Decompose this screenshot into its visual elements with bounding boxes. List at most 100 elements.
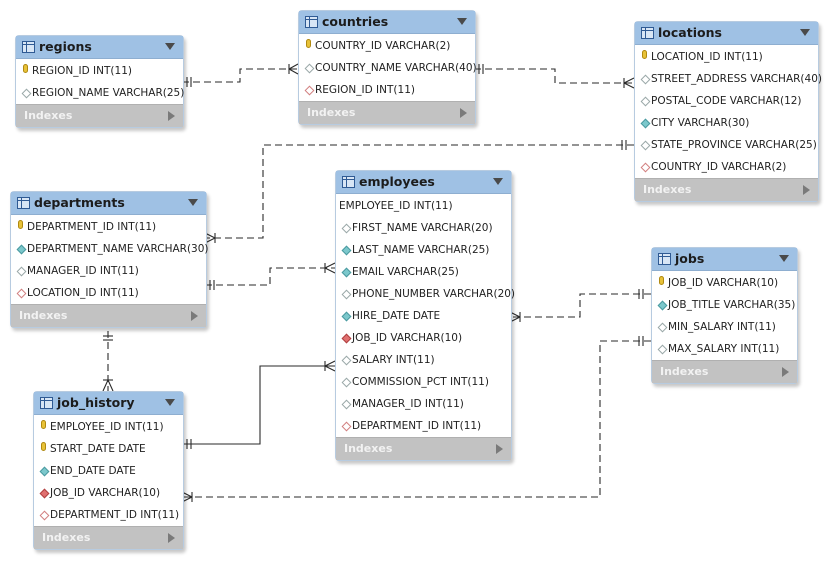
column-row[interactable]: REGION_NAME VARCHAR(25) [16, 82, 184, 104]
column-row[interactable]: COMMISSION_PCT INT(11) [336, 371, 511, 393]
column-row[interactable]: DEPARTMENT_ID INT(11) [34, 504, 183, 526]
column-list: EMPLOYEE_ID INT(11)START_DATE DATE END_DA… [34, 415, 183, 526]
indexes-section[interactable]: Indexes [11, 304, 206, 327]
indexes-section[interactable]: Indexes [34, 526, 183, 549]
expand-arrow-icon[interactable] [803, 185, 810, 195]
expand-arrow-icon[interactable] [460, 108, 467, 118]
column-row[interactable]: JOB_ID VARCHAR(10) [652, 272, 797, 294]
indexes-section[interactable]: Indexes [652, 360, 797, 383]
column-label: MANAGER_ID INT(11) [27, 265, 139, 277]
nullable-column-icon [341, 399, 352, 410]
table-header[interactable]: countries [299, 11, 475, 34]
column-row[interactable]: MAX_SALARY INT(11) [652, 338, 797, 360]
table-locations[interactable]: locations LOCATION_ID INT(11)STREET_ADDR… [634, 21, 822, 202]
foreign-key-nullable-icon [640, 162, 651, 173]
table-employees[interactable]: employees EMPLOYEE_ID INT(11)FIRST_NAME … [335, 170, 515, 461]
indexes-section[interactable]: Indexes [635, 178, 818, 201]
table-regions[interactable]: regions REGION_ID INT(11)REGION_NAME VAR… [15, 35, 184, 128]
column-row[interactable]: COUNTRY_ID VARCHAR(2) [635, 156, 818, 178]
column-row[interactable]: SALARY INT(11) [336, 349, 511, 371]
table-countries[interactable]: countries COUNTRY_ID VARCHAR(2) COUNTRY_N… [298, 10, 477, 125]
column-row[interactable]: JOB_ID VARCHAR(10) [34, 482, 183, 504]
expand-arrow-icon[interactable] [168, 111, 175, 121]
column-row[interactable]: EMPLOYEE_ID INT(11) [336, 195, 511, 217]
collapse-arrow-icon[interactable] [165, 43, 175, 50]
collapse-arrow-icon[interactable] [188, 199, 198, 206]
column-row[interactable]: FIRST_NAME VARCHAR(20) [336, 217, 511, 239]
column-row[interactable]: DEPARTMENT_NAME VARCHAR(30) [11, 238, 209, 260]
column-row[interactable]: START_DATE DATE [34, 438, 183, 460]
column-row[interactable]: HIRE_DATE DATE [336, 305, 511, 327]
table-title: locations [658, 25, 722, 40]
table-header[interactable]: departments [11, 192, 206, 215]
column-list: JOB_ID VARCHAR(10)JOB_TITLE VARCHAR(35)M… [652, 271, 797, 360]
column-row[interactable]: COUNTRY_NAME VARCHAR(40) [299, 57, 477, 79]
nullable-column-icon [640, 74, 651, 85]
column-label: COUNTRY_NAME VARCHAR(40) [315, 62, 477, 74]
column-row[interactable]: STATE_PROVINCE VARCHAR(25) [635, 134, 818, 156]
column-row[interactable]: STREET_ADDRESS VARCHAR(40) [635, 68, 822, 90]
column-row[interactable]: REGION_ID INT(11) [16, 60, 183, 82]
column-label: END_DATE DATE [50, 465, 136, 477]
expand-arrow-icon[interactable] [496, 444, 503, 454]
table-header[interactable]: employees [336, 171, 511, 194]
nullable-column-icon [341, 355, 352, 366]
collapse-arrow-icon[interactable] [800, 29, 810, 36]
column-row[interactable]: PHONE_NUMBER VARCHAR(20) [336, 283, 515, 305]
column-row[interactable]: DEPARTMENT_ID INT(11) [336, 415, 511, 437]
column-row[interactable]: COUNTRY_ID VARCHAR(2) [299, 35, 475, 57]
column-row[interactable]: LOCATION_ID INT(11) [635, 46, 818, 68]
column-row[interactable]: MIN_SALARY INT(11) [652, 316, 797, 338]
indexes-section[interactable]: Indexes [16, 104, 183, 127]
indexes-label: Indexes [24, 109, 73, 122]
column-row[interactable]: CITY VARCHAR(30) [635, 112, 818, 134]
column-label: EMAIL VARCHAR(25) [352, 266, 459, 278]
column-row[interactable]: REGION_ID INT(11) [299, 79, 475, 101]
column-row[interactable]: MANAGER_ID INT(11) [11, 260, 206, 282]
table-job-history[interactable]: job_history EMPLOYEE_ID INT(11)START_DAT… [33, 391, 184, 550]
table-jobs[interactable]: jobs JOB_ID VARCHAR(10)JOB_TITLE VARCHAR… [651, 247, 798, 384]
table-icon [658, 253, 671, 265]
expand-arrow-icon[interactable] [191, 311, 198, 321]
nullable-column-icon [657, 344, 668, 355]
relationship-jobs-employees[interactable] [509, 289, 651, 323]
table-header[interactable]: regions [16, 36, 183, 59]
relationship-employees-jobhistory[interactable] [182, 360, 336, 449]
expand-arrow-icon[interactable] [168, 533, 175, 543]
relationship-departments-employees[interactable] [205, 262, 336, 290]
relationship-countries-locations[interactable] [474, 64, 635, 89]
column-row[interactable]: EMPLOYEE_ID INT(11) [34, 416, 183, 438]
collapse-arrow-icon[interactable] [779, 255, 789, 262]
relationship-departments-jobhistory[interactable] [102, 331, 114, 392]
collapse-arrow-icon[interactable] [493, 178, 503, 185]
relationship-regions-countries[interactable] [182, 63, 299, 87]
column-row[interactable]: MANAGER_ID INT(11) [336, 393, 511, 415]
column-label: COMMISSION_PCT INT(11) [352, 376, 489, 388]
expand-arrow-icon[interactable] [782, 367, 789, 377]
column-label: STATE_PROVINCE VARCHAR(25) [651, 139, 817, 151]
table-header[interactable]: locations [635, 22, 818, 45]
foreign-key-nullable-icon [16, 288, 27, 299]
column-row[interactable]: DEPARTMENT_ID INT(11) [11, 216, 206, 238]
column-row[interactable]: LAST_NAME VARCHAR(25) [336, 239, 511, 261]
table-title: jobs [675, 251, 705, 266]
table-header[interactable]: job_history [34, 392, 183, 415]
foreign-key-icon [39, 488, 50, 499]
collapse-arrow-icon[interactable] [165, 399, 175, 406]
table-header[interactable]: jobs [652, 248, 797, 271]
column-row[interactable]: LOCATION_ID INT(11) [11, 282, 206, 304]
primary-key-icon [41, 420, 46, 429]
column-row[interactable]: EMAIL VARCHAR(25) [336, 261, 511, 283]
column-row[interactable]: END_DATE DATE [34, 460, 183, 482]
column-row[interactable]: JOB_ID VARCHAR(10) [336, 327, 511, 349]
collapse-arrow-icon[interactable] [457, 18, 467, 25]
column-list: LOCATION_ID INT(11)STREET_ADDRESS VARCHA… [635, 45, 822, 178]
column-row[interactable]: POSTAL_CODE VARCHAR(12) [635, 90, 818, 112]
indexes-section[interactable]: Indexes [299, 101, 475, 124]
table-departments[interactable]: departments DEPARTMENT_ID INT(11)DEPARTM… [10, 191, 209, 328]
table-icon [305, 16, 318, 28]
not-null-column-icon [657, 300, 668, 311]
column-row[interactable]: JOB_TITLE VARCHAR(35) [652, 294, 797, 316]
column-label: MANAGER_ID INT(11) [352, 398, 464, 410]
indexes-section[interactable]: Indexes [336, 437, 511, 460]
